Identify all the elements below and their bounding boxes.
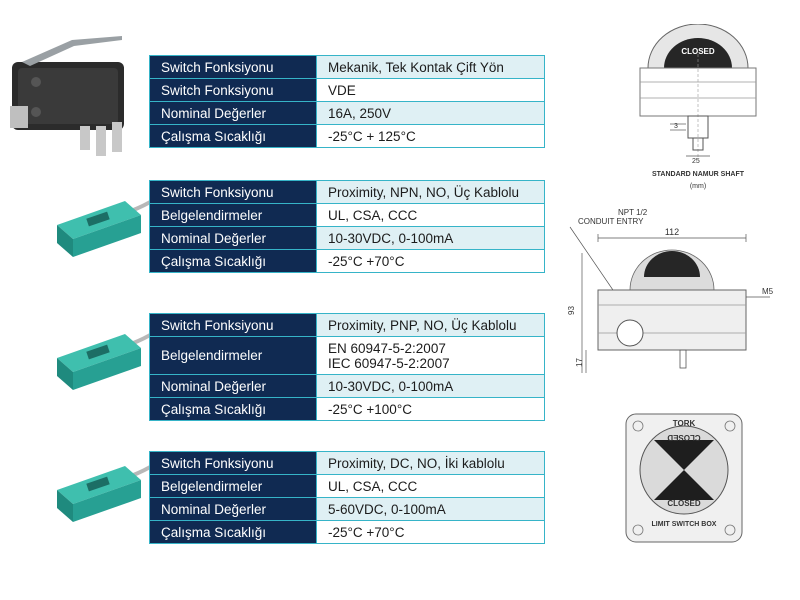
proximity-sensor-image xyxy=(57,197,155,257)
spec-value: UL, CSA, CCC xyxy=(316,474,545,498)
namur-shaft-drawing: CLOSED 3 25 STANDARD NAMUR SHAFT (mm) xyxy=(639,24,757,190)
spec-value: -25°C +70°C xyxy=(316,520,545,544)
spec-label: Çalışma Sıcaklığı xyxy=(149,520,317,544)
proximity-sensor-image xyxy=(57,462,155,522)
spec-label: Nominal Değerler xyxy=(149,374,317,398)
thread-label: M5 xyxy=(762,287,774,296)
dim-small: 3 xyxy=(674,123,678,130)
spec-value: Proximity, DC, NO, İki kablolu xyxy=(316,451,545,475)
spec-value: 10-30VDC, 0-100mA xyxy=(316,226,545,250)
table-row: Switch Fonksiyonu VDE xyxy=(149,78,545,102)
conduit-label: NPT 1/2 xyxy=(618,208,648,217)
brand-label: TORK xyxy=(673,419,696,428)
spec-value: VDE xyxy=(316,78,545,102)
unit-label: (mm) xyxy=(690,183,706,190)
spec-label: Belgelendirmeler xyxy=(149,336,317,375)
table-row: Switch Fonksiyonu Mekanik, Tek Kontak Çi… xyxy=(149,55,545,79)
spec-label: Belgelendirmeler xyxy=(149,203,317,227)
dim-width: 112 xyxy=(665,227,679,237)
spec-value: UL, CSA, CCC xyxy=(316,203,545,227)
table-row: Belgelendirmeler UL, CSA, CCC xyxy=(149,203,545,227)
closed-label-bottom: CLOSED xyxy=(667,499,701,508)
table-row: Nominal Değerler 5-60VDC, 0-100mA xyxy=(149,497,545,521)
table-row: Belgelendirmeler UL, CSA, CCC xyxy=(149,474,545,498)
table-row: Çalışma Sıcaklığı -25°C +70°C xyxy=(149,520,545,544)
spec-value: Proximity, NPN, NO, Üç Kablolu xyxy=(316,180,545,204)
spec-value: 10-30VDC, 0-100mA xyxy=(316,374,545,398)
table-row: Nominal Değerler 16A, 250V xyxy=(149,101,545,125)
spec-label: Nominal Değerler xyxy=(149,497,317,521)
table-row: Switch Fonksiyonu Proximity, NPN, NO, Üç… xyxy=(149,180,545,204)
table-row: Switch Fonksiyonu Proximity, PNP, NO, Üç… xyxy=(149,313,545,337)
spec-value: Proximity, PNP, NO, Üç Kablolu xyxy=(316,313,545,337)
spec-label: Belgelendirmeler xyxy=(149,474,317,498)
spec-label: Çalışma Sıcaklığı xyxy=(149,249,317,273)
table-row: Belgelendirmeler EN 60947-5-2:2007 IEC 6… xyxy=(149,336,545,375)
table-row: Switch Fonksiyonu Proximity, DC, NO, İki… xyxy=(149,451,545,475)
dome-label: CLOSED xyxy=(681,47,715,56)
spec-label: Nominal Değerler xyxy=(149,101,317,125)
spec-table-npn-sensor: Switch Fonksiyonu Proximity, NPN, NO, Üç… xyxy=(149,180,545,273)
shaft-caption: STANDARD NAMUR SHAFT xyxy=(652,171,745,178)
dim-height: 93 xyxy=(567,306,576,315)
spec-value: -25°C + 125°C xyxy=(316,124,545,148)
closed-label-top: CLOSED xyxy=(667,433,701,442)
dim-width: 25 xyxy=(692,158,700,165)
microswitch-image xyxy=(10,36,124,156)
spec-label: Switch Fonksiyonu xyxy=(149,451,317,475)
spec-label: Switch Fonksiyonu xyxy=(149,180,317,204)
table-row: Çalışma Sıcaklığı -25°C + 125°C xyxy=(149,124,545,148)
dim-low: 17 xyxy=(575,358,584,367)
top-view-drawing: TORK CLOSED CLOSED LIMIT SWITCH BOX xyxy=(625,413,743,543)
spec-label: Çalışma Sıcaklığı xyxy=(149,124,317,148)
spec-label: Switch Fonksiyonu xyxy=(149,78,317,102)
table-row: Çalışma Sıcaklığı -25°C +100°C xyxy=(149,397,545,421)
proximity-sensor-image xyxy=(57,330,155,390)
spec-value: 16A, 250V xyxy=(316,101,545,125)
spec-table-dc-sensor: Switch Fonksiyonu Proximity, DC, NO, İki… xyxy=(149,451,545,544)
table-row: Nominal Değerler 10-30VDC, 0-100mA xyxy=(149,226,545,250)
spec-value: -25°C +70°C xyxy=(316,249,545,273)
spec-value: EN 60947-5-2:2007 IEC 60947-5-2:2007 xyxy=(316,336,545,375)
spec-value-line: EN 60947-5-2:2007 xyxy=(328,340,446,356)
spec-value-line: IEC 60947-5-2:2007 xyxy=(328,355,450,371)
spec-label: Switch Fonksiyonu xyxy=(149,55,317,79)
spec-table-pnp-sensor: Switch Fonksiyonu Proximity, PNP, NO, Üç… xyxy=(149,313,545,421)
side-view-drawing: NPT 1/2 CONDUIT ENTRY 112 M5 93 17 xyxy=(567,208,774,373)
plate-label: LIMIT SWITCH BOX xyxy=(652,521,717,528)
spec-value: 5-60VDC, 0-100mA xyxy=(316,497,545,521)
table-row: Nominal Değerler 10-30VDC, 0-100mA xyxy=(149,374,545,398)
spec-label: Çalışma Sıcaklığı xyxy=(149,397,317,421)
conduit-label: CONDUIT ENTRY xyxy=(578,217,644,226)
table-row: Çalışma Sıcaklığı -25°C +70°C xyxy=(149,249,545,273)
spec-table-microswitch: Switch Fonksiyonu Mekanik, Tek Kontak Çi… xyxy=(149,55,545,148)
spec-label: Nominal Değerler xyxy=(149,226,317,250)
spec-label: Switch Fonksiyonu xyxy=(149,313,317,337)
spec-value: Mekanik, Tek Kontak Çift Yön xyxy=(316,55,545,79)
spec-value: -25°C +100°C xyxy=(316,397,545,421)
